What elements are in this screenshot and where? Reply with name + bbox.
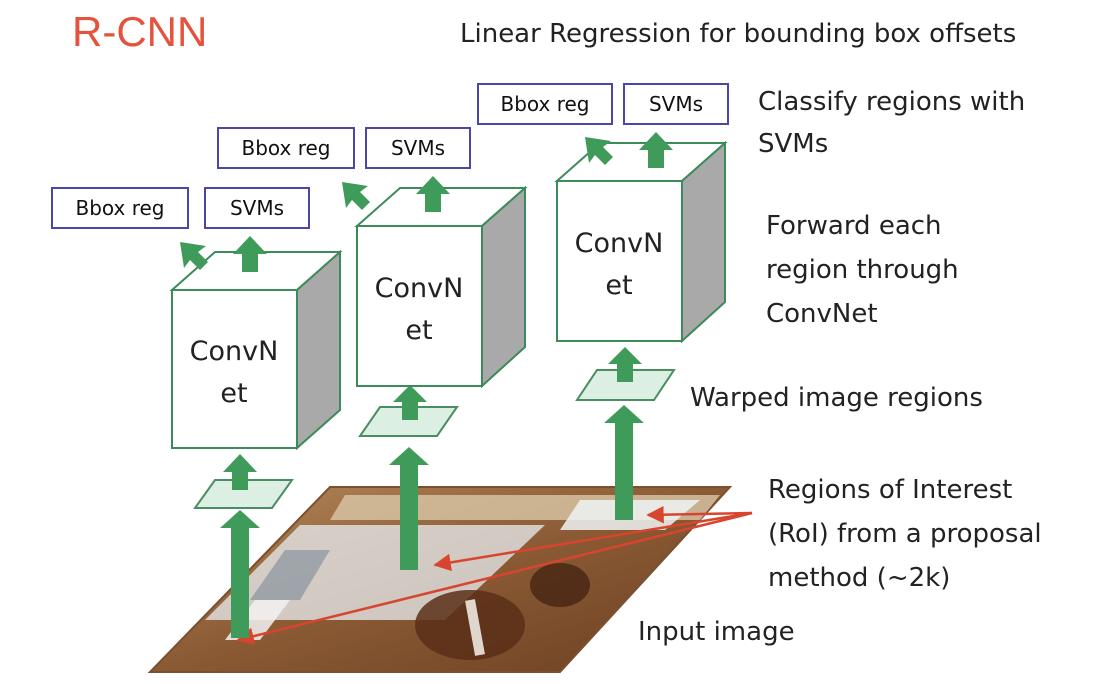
warped-note: Warped image regions bbox=[690, 383, 983, 413]
warped-region-2 bbox=[358, 406, 459, 437]
svms-box-2 bbox=[365, 127, 471, 169]
warped-region-3 bbox=[575, 369, 676, 401]
arrow-convnet1-to-bbox bbox=[180, 242, 208, 270]
svms-label-2: SVMs bbox=[391, 136, 445, 160]
classify-note-line2: SVMs bbox=[758, 129, 828, 159]
warped-region-1 bbox=[193, 479, 294, 509]
arrow-convnet2-to-bbox bbox=[342, 182, 370, 210]
forward-note-line2: region through bbox=[766, 255, 959, 285]
bbox-reg-label-1: Bbox reg bbox=[75, 196, 164, 220]
convnet-box-3: ConvN et bbox=[554, 140, 728, 344]
roi-note-line3: method (~2k) bbox=[768, 563, 950, 593]
convnet-label-3-line2: et bbox=[605, 270, 632, 301]
forward-note-line3: ConvNet bbox=[766, 299, 878, 329]
arrow-input-to-warp-2 bbox=[389, 447, 429, 570]
arrow-warp-to-convnet-2 bbox=[393, 385, 427, 420]
convnet-label-2-line1: ConvN bbox=[375, 273, 464, 304]
classify-note-line1: Classify regions with bbox=[758, 87, 1025, 117]
svms-box-3 bbox=[623, 83, 729, 125]
svms-label-3: SVMs bbox=[649, 92, 703, 116]
arrow-warp-to-convnet-1 bbox=[223, 454, 257, 490]
bbox-reg-label-2: Bbox reg bbox=[241, 136, 330, 160]
bbox-reg-box-1 bbox=[51, 187, 189, 229]
output-arrows bbox=[180, 132, 673, 272]
arrow-convnet1-to-svms bbox=[233, 236, 267, 272]
forward-note-line1: Forward each bbox=[766, 211, 942, 241]
arrow-convnet2-to-svms bbox=[416, 176, 450, 212]
convnet-label-1-line2: et bbox=[220, 378, 247, 409]
arrow-warp-to-convnet-3 bbox=[608, 347, 642, 382]
bbox-reg-box-3 bbox=[477, 83, 613, 125]
convnet-label-2-line2: et bbox=[405, 315, 432, 346]
arrow-convnet3-to-bbox bbox=[585, 137, 613, 165]
convnet-box-2: ConvN et bbox=[354, 185, 528, 389]
svms-box-1 bbox=[204, 187, 310, 229]
bbox-reg-label-3: Bbox reg bbox=[500, 92, 589, 116]
roi-pointers bbox=[236, 505, 753, 645]
arrow-input-to-warp-1 bbox=[220, 510, 260, 638]
input-image-label: Input image bbox=[638, 617, 795, 647]
linear-regression-note: Linear Regression for bounding box offse… bbox=[460, 19, 1016, 49]
roi-note-line2: (RoI) from a proposal bbox=[768, 519, 1042, 549]
bbox-reg-box-2 bbox=[217, 127, 355, 169]
convnet-box-1: ConvN et bbox=[169, 249, 343, 451]
page-title: R-CNN bbox=[72, 8, 207, 55]
svms-label-1: SVMs bbox=[230, 196, 284, 220]
convnet-label-3-line1: ConvN bbox=[575, 228, 664, 259]
arrow-input-to-warp-3 bbox=[604, 405, 644, 520]
arrow-convnet3-to-svms bbox=[639, 132, 673, 168]
convnet-label-1-line1: ConvN bbox=[190, 336, 279, 367]
roi-note-line1: Regions of Interest bbox=[768, 475, 1012, 505]
